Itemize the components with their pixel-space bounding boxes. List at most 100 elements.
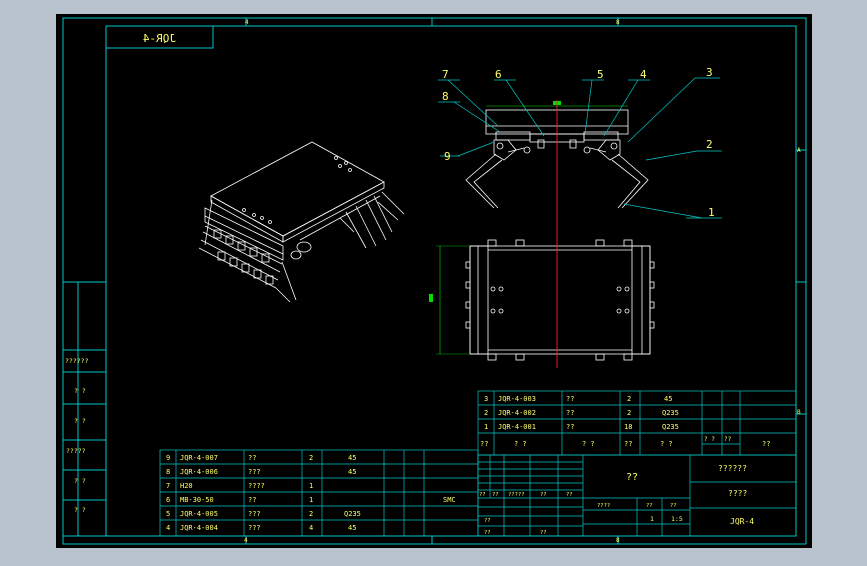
isometric-view (198, 141, 405, 303)
bom-row-5-code: JQR-4-005 (180, 510, 218, 518)
bom-row-6-qty: 1 (309, 496, 313, 504)
top-view (465, 239, 655, 361)
bom-header-material: ? ? (660, 440, 673, 448)
left-side-labels: ?????? ? ? ? ? ????? ? ? ? ? (65, 357, 89, 514)
bom-row-2-qty: 2 (627, 409, 631, 417)
bom-row-6-no: 6 (166, 496, 170, 504)
bom-header-total-weight: ?? (724, 436, 732, 443)
bom-row-9-material: 45 (348, 454, 356, 462)
upper-bom-grid (477, 390, 797, 456)
left-label-4: ????? (66, 447, 86, 455)
title-scale-label-2: ?? (646, 503, 653, 509)
bom-row-1-no: 1 (484, 423, 488, 431)
title-drawing-no: JQR-4 (730, 517, 754, 526)
drawing-number-tag: JQR-4 (105, 25, 214, 49)
top-view-dimension (429, 245, 470, 355)
bom-row-7-qty: 1 (309, 482, 313, 490)
bom-row-9-qty: 2 (309, 454, 313, 462)
title-sign-5: ?? (566, 492, 573, 498)
title-scale-label-3: ?? (670, 503, 677, 509)
bom-row-3-code: JQR-4-003 (498, 395, 536, 403)
bom-row-7-no: 7 (166, 482, 170, 490)
bom-row-4-qty: 4 (309, 524, 313, 532)
left-side-block (62, 281, 107, 537)
bom-row-2-name: ?? (566, 409, 574, 417)
bom-row-5-no: 5 (166, 510, 170, 518)
title-sign-2: ?? (492, 492, 499, 498)
title-company: ?????? (718, 464, 747, 473)
bom-row-8-code: JQR-4-006 (180, 468, 218, 476)
title-sign-1: ?? (479, 492, 486, 498)
bom-row-2-material: Q235 (662, 409, 679, 417)
title-block-grid (477, 454, 797, 537)
lower-bom-grid (159, 449, 479, 537)
bom-header-name: ? ? (582, 440, 595, 448)
balloon-1: 1 (708, 206, 715, 219)
bom-header-no: ?? (480, 440, 488, 448)
bom-row-6-name: ?? (248, 496, 256, 504)
balloon-5: 5 (597, 68, 604, 81)
balloon-3: 3 (706, 66, 713, 79)
bom-row-4-name: ??? (248, 524, 261, 532)
left-label-3: ? ? (74, 417, 86, 425)
bom-row-2-code: JQR-4-002 (498, 409, 536, 417)
title-scale-value-2: 1:5 (671, 515, 683, 523)
title-sign-6: ?? (484, 518, 491, 524)
left-label-2: ? ? (74, 387, 86, 395)
bom-row-5-material: Q235 (344, 510, 361, 518)
zone-mark-right-1: A (797, 147, 801, 154)
bom-row-6-remark: SMC (443, 496, 456, 504)
zone-mark-bottom-2: 8 (616, 537, 620, 544)
bom-row-1-name: ?? (566, 423, 574, 431)
lower-bom-rows: 9 JQR-4-007 ?? 2 45 8 JQR-4-006 ??? 45 7… (166, 454, 456, 532)
title-block-text: ?? ?????? ???? JQR-4 ?? ?? ????? ?? ?? ?… (479, 464, 754, 536)
bom-row-3-qty: 2 (627, 395, 631, 403)
title-sign-7: ?? (484, 530, 491, 536)
title-sign-4: ?? (540, 492, 547, 498)
bom-row-8-material: 45 (348, 468, 356, 476)
title-part-name: ?? (626, 472, 638, 483)
balloon-7: 7 (442, 68, 449, 81)
bom-row-3-no: 3 (484, 395, 488, 403)
left-label-6: ? ? (74, 506, 86, 514)
leader-lines (438, 77, 722, 219)
bom-row-3-material: 45 (664, 395, 672, 403)
zone-mark-right-2: B (797, 409, 801, 416)
zone-mark-top-1: 4 (245, 19, 249, 26)
zone-mark-top-2: 8 (616, 19, 620, 26)
zone-marks: 4 8 4 8 A B (244, 19, 801, 544)
balloon-6: 6 (495, 68, 502, 81)
bom-row-5-name: ??? (248, 510, 261, 518)
bom-row-9-no: 9 (166, 454, 170, 462)
title-sign-3: ????? (508, 492, 525, 498)
balloon-numbers: 1 2 3 4 5 6 7 8 9 (442, 66, 715, 219)
bom-row-5-qty: 2 (309, 510, 313, 518)
title-scale-label-1: ???? (597, 503, 610, 509)
upper-bom-rows: 3 JQR-4-003 ?? 2 45 2 JQR-4-002 ?? 2 Q23… (480, 395, 770, 448)
bom-row-4-material: 45 (348, 524, 356, 532)
bom-row-6-code: MB-30-50 (180, 496, 214, 504)
model-space-background (56, 14, 812, 548)
bom-row-4-code: JQR-4-004 (180, 524, 218, 532)
balloon-9: 9 (444, 150, 451, 163)
bom-row-3-name: ?? (566, 395, 574, 403)
bom-row-1-qty: 18 (624, 423, 632, 431)
zone-mark-bottom-1: 4 (244, 537, 248, 544)
balloon-8: 8 (442, 90, 449, 103)
bom-header-qty: ?? (624, 440, 632, 448)
title-scale-value-1: 1 (650, 515, 654, 523)
bom-row-8-no: 8 (166, 468, 170, 476)
bom-row-8-name: ??? (248, 468, 261, 476)
drawing-number-tag-text: JQR-4 (143, 32, 176, 45)
left-label-5: ? ? (74, 477, 86, 485)
bom-row-1-material: Q235 (662, 423, 679, 431)
bom-row-1-code: JQR-4-001 (498, 423, 536, 431)
bom-row-7-name: ???? (248, 482, 265, 490)
bom-row-9-code: JQR-4-007 (180, 454, 218, 462)
bom-header-code: ? ? (514, 440, 527, 448)
bom-header-remark: ?? (762, 440, 770, 448)
left-label-1: ?????? (65, 357, 89, 365)
bom-row-2-no: 2 (484, 409, 488, 417)
